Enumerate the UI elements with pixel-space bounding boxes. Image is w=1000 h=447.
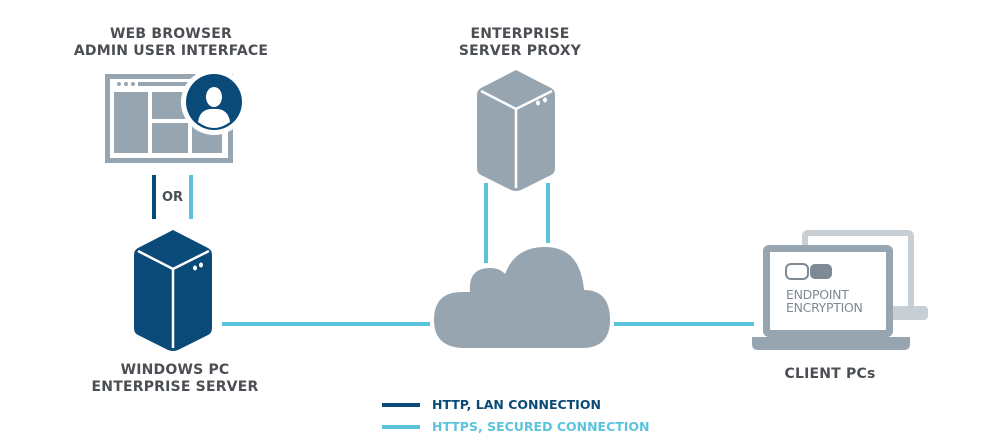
proxy-cloud-line-left	[484, 183, 488, 263]
legend-http-line	[382, 403, 420, 407]
eset-product-line1: ENDPOINT	[786, 287, 849, 302]
server-cloud-line	[222, 322, 430, 326]
laptop-front-icon	[752, 245, 910, 350]
proxy-label: ENTERPRISE SERVER PROXY	[420, 26, 620, 60]
windows-server-label: WINDOWS PC ENTERPRISE SERVER	[70, 362, 280, 396]
legend-https-line	[382, 425, 420, 429]
client-pcs-label: CLIENT PCs	[784, 366, 876, 382]
or-label: OR	[162, 190, 184, 205]
http-lan-connection-line	[152, 175, 156, 219]
cloud-clients-line	[614, 322, 754, 326]
cloud-icon	[434, 247, 610, 348]
web-browser-label: WEB BROWSER ADMIN USER INTERFACE	[60, 26, 282, 60]
user-avatar-icon	[181, 69, 247, 135]
eset-product-line2: ENCRYPTION	[786, 300, 863, 315]
proxy-server-icon	[477, 70, 555, 191]
legend-http-label: HTTP, LAN CONNECTION	[432, 397, 601, 412]
eset-logo-icon	[785, 263, 832, 280]
windows-server-label-line1: WINDOWS PC	[120, 362, 230, 378]
proxy-label-line1: ENTERPRISE	[470, 26, 570, 42]
windows-server-label-line2: ENTERPRISE SERVER	[91, 379, 259, 395]
web-browser-label-line1: WEB BROWSER	[110, 26, 232, 42]
eset-product-name: ENDPOINT ENCRYPTION	[786, 288, 863, 314]
legend-https-label: HTTPS, SECURED CONNECTION	[432, 419, 650, 434]
https-connection-line	[189, 175, 193, 219]
proxy-label-line2: SERVER PROXY	[458, 43, 582, 59]
windows-server-icon	[134, 230, 212, 351]
proxy-cloud-line-right	[546, 183, 550, 243]
web-browser-label-line2: ADMIN USER INTERFACE	[73, 43, 269, 59]
